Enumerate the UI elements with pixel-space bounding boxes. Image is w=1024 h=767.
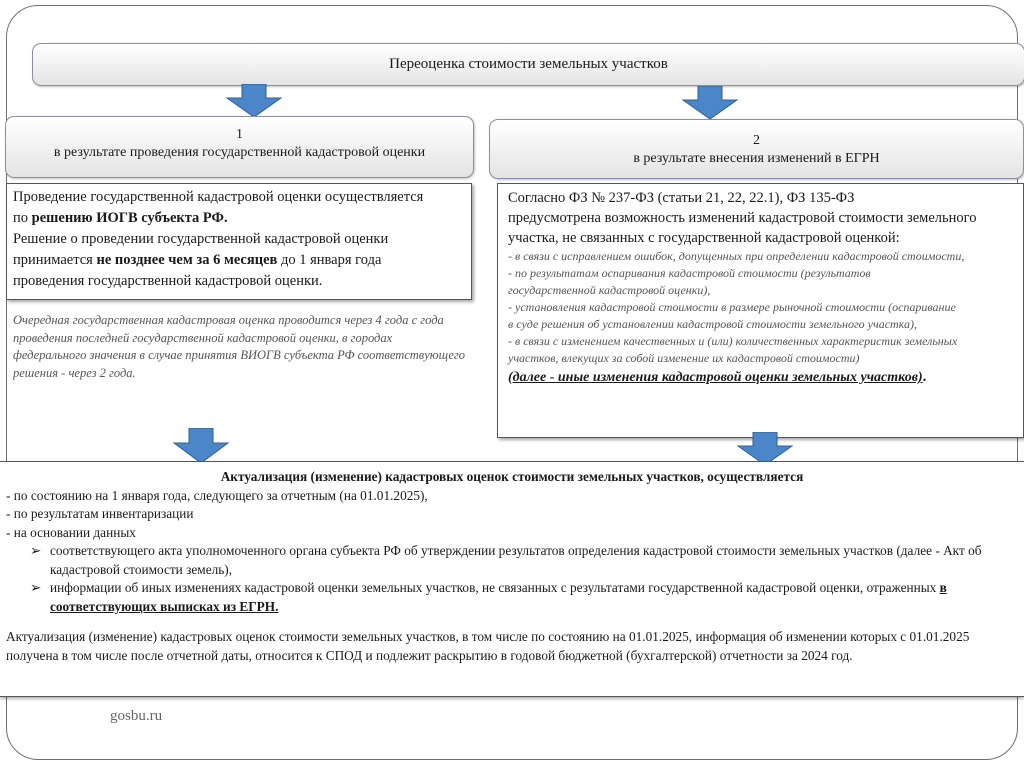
arrow-down-icon [681, 86, 739, 120]
section-1-label: в результате проведения государственной … [53, 145, 426, 160]
bullet-text-underlined: в [939, 580, 947, 595]
desc2-item: участков, влекущих за собой изменение их… [508, 351, 860, 365]
desc1-text: до 1 января года [277, 252, 382, 268]
bullet-line-underlined: соответствующих выписках из ЕГРН. [50, 598, 279, 614]
diagram-title: Переоценка стоимости земельных участков [389, 56, 668, 72]
desc2-item: - по результатам оспаривания кадастровой… [508, 266, 871, 280]
bullet-line: соответствующего акта уполномоченного ор… [50, 543, 982, 558]
section-1-note: Очередная государственная кадастровая оц… [13, 313, 466, 380]
desc2-item: государственной кадастровой оценки), [508, 283, 711, 297]
desc1-line: по решению ИОГВ субъекта РФ. [13, 208, 465, 229]
actualization-paragraph: Актуализация (изменение) кадастровых оце… [6, 629, 970, 644]
bullet-text: соответствующего акта уполномоченного ор… [50, 542, 1018, 579]
actualization-heading: Актуализация (изменение) кадастровых оце… [220, 469, 804, 484]
footer-site: gosbu.ru [110, 708, 163, 724]
actualization-bullet: ➢ соответствующего акта уполномоченного … [6, 542, 1018, 579]
spacer [6, 616, 1018, 628]
bullet-line: информации об иных изменениях кадастрово… [50, 579, 1018, 598]
actualization-paragraph: получена в том числе после отчетной даты… [6, 647, 853, 663]
desc1-line: проведения государственной кадастровой о… [13, 273, 323, 289]
section-2-number: 2 [753, 133, 760, 148]
desc2-final-dot: . [922, 369, 927, 385]
section-2-header: 2 в результате внесения изменений в ЕГРН [489, 119, 1024, 179]
arrow-down-icon [736, 432, 794, 466]
section-1-number: 1 [236, 127, 243, 142]
actualization-bullet: ➢ информации об иных изменениях кадастро… [6, 579, 1018, 616]
actualization-line: - на основании данных [6, 524, 136, 540]
section-2-label: в результате внесения изменений в ЕГРН [633, 151, 880, 166]
section-2-description: Согласно ФЗ № 237-ФЗ (статьи 21, 22, 22.… [497, 183, 1024, 438]
desc1-line: Проведение государственной кадастровой о… [13, 189, 424, 205]
desc2-final: (далее - иные изменения кадастровой оцен… [508, 370, 923, 385]
desc2-line: предусмотрена возможность изменений када… [508, 210, 977, 226]
desc2-final-line: (далее - иные изменения кадастровой оцен… [508, 367, 1013, 388]
bullet-text-plain: информации об иных изменениях кадастрово… [50, 580, 940, 595]
diagram-title-box: Переоценка стоимости земельных участков [32, 43, 1024, 86]
desc1-line: принимается не позднее чем за 6 месяцев … [13, 250, 465, 271]
desc2-item: в суде решения об установлении кадастров… [508, 317, 917, 331]
desc1-bold: решению ИОГВ субъекта РФ. [31, 210, 228, 226]
desc2-item: - установления кадастровой стоимости в р… [508, 300, 956, 314]
actualization-box: Актуализация (изменение) кадастровых оце… [0, 461, 1024, 697]
bullet-text: информации об иных изменениях кадастрово… [50, 579, 1018, 616]
arrow-down-icon [172, 428, 230, 464]
desc1-bold: не позднее чем за 6 месяцев [96, 252, 278, 268]
bullet-line: кадастровой стоимости земель), [50, 561, 233, 577]
desc1-text: по [13, 210, 32, 226]
arrow-down-icon [225, 84, 283, 118]
actualization-line: - по результатам инвентаризации [6, 506, 194, 521]
section-1-header: 1 в результате проведения государственно… [5, 116, 474, 178]
desc2-line: Согласно ФЗ № 237-ФЗ (статьи 21, 22, 22.… [508, 190, 855, 206]
desc2-item: - в связи с изменением качественных и (и… [508, 334, 958, 348]
section-1-description: Проведение государственной кадастровой о… [6, 183, 472, 300]
arrowhead-bullet-icon: ➢ [30, 543, 42, 558]
desc1-text: принимается [13, 252, 97, 268]
arrowhead-bullet-icon: ➢ [30, 580, 42, 595]
desc2-line: участка, не связанных с государственной … [508, 230, 900, 246]
actualization-line: - по состоянию на 1 января года, следующ… [6, 487, 428, 503]
desc1-line: Решение о проведении государственной кад… [13, 231, 389, 247]
desc2-item: - в связи с исправлением ошибок, допущен… [508, 249, 965, 263]
